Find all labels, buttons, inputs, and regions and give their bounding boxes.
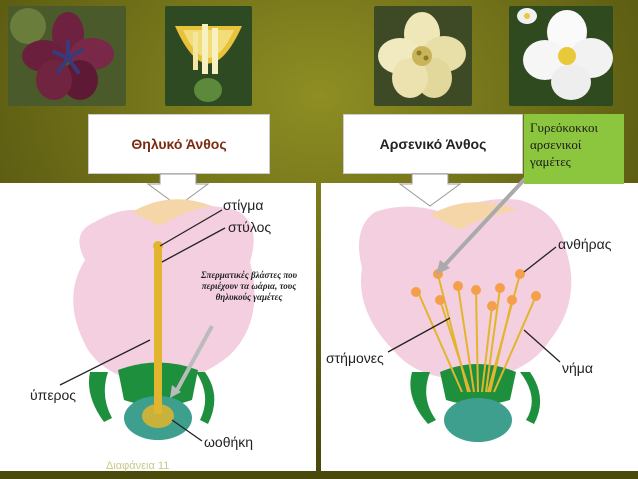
photo-female-flower-top [8,6,126,106]
pollen-grains-note: Γυρεόκοκκοι αρσενικοί γαμέτες [524,114,624,184]
label-pistil: ύπερος [30,387,77,403]
label-ovary: ωοθήκη [204,434,254,450]
slide-number: Διαφάνεια 11 [106,460,170,472]
label-stamens: στήμονες [326,350,384,366]
male-title-arrow [398,173,462,207]
photo-male-flower-white [509,6,613,106]
label-stigma: στίγμα [223,197,264,213]
female-flower-drawing [73,199,255,440]
photo-female-flower-cut [165,6,252,106]
label-anther: ανθήρας [558,236,612,252]
label-filament: νήμα [562,360,593,376]
female-title-arrow [146,173,210,207]
photo-male-flower-top [374,6,472,106]
ovule-note: Σπερματικές βλάστες που περιέχουν τα ωάρ… [200,270,298,302]
label-style: στύλος [228,219,272,235]
male-flower-drawing [358,199,572,442]
